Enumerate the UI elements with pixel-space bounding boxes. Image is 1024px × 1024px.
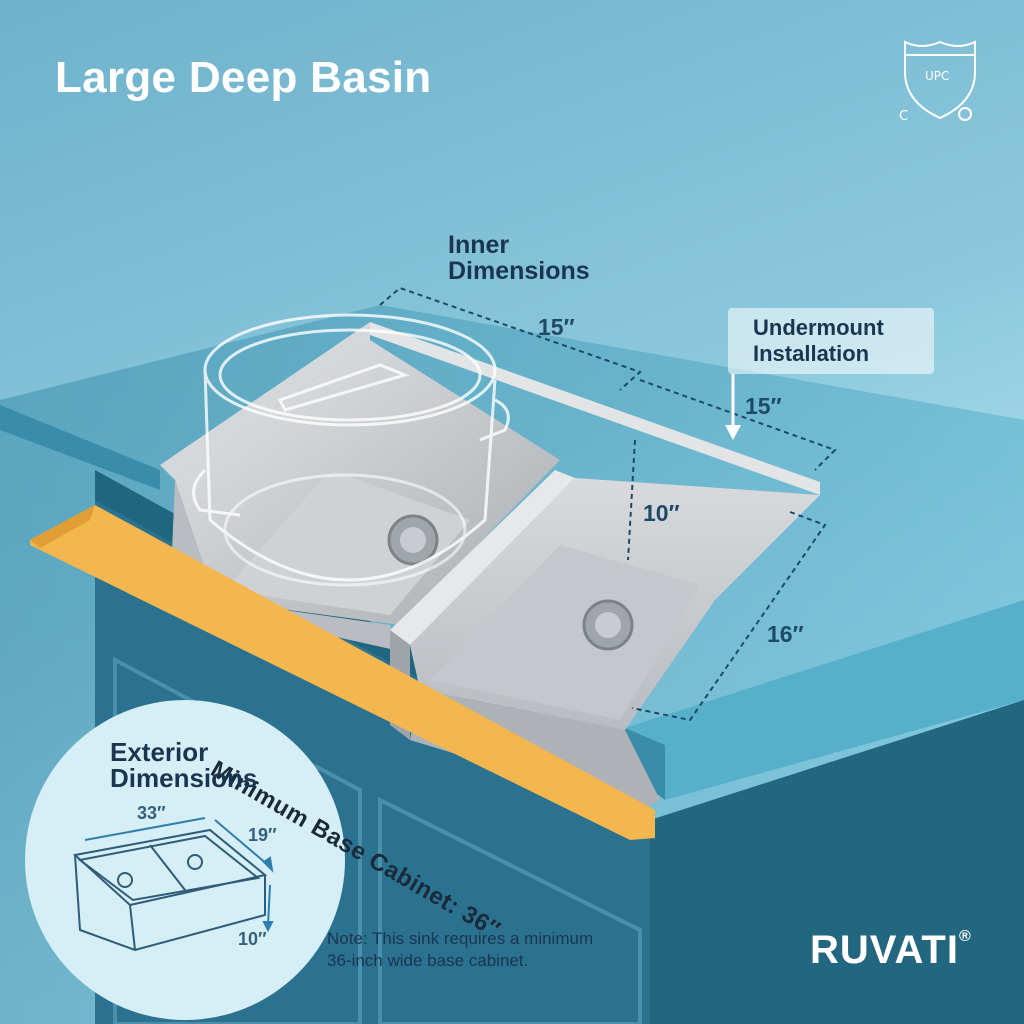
countertop-right [625, 600, 1024, 800]
upc-logo-text: UPC [925, 69, 949, 83]
exterior-dim-arrows [84, 817, 274, 933]
brand-registered-mark: ® [958, 928, 972, 945]
exterior-dimensions-heading-2: Dimensions [110, 763, 258, 793]
countertop-right-edge [625, 728, 665, 800]
inner-length-right-label: 15″ [745, 393, 782, 419]
undermount-callout [728, 308, 934, 374]
dimension-guides [379, 286, 837, 722]
upc-shield-icon [904, 40, 976, 121]
undermount-label-1: Undermount [753, 315, 884, 340]
exterior-length-label: 33″ [137, 803, 166, 823]
inner-length-left-label: 15″ [538, 314, 575, 340]
page-title: Large Deep Basin [55, 53, 432, 102]
exterior-sink-diagram [72, 828, 268, 952]
right-basin-floor [430, 545, 700, 720]
basin-divider [390, 470, 575, 645]
cabinet-door-right [378, 796, 642, 1024]
sink-ledge [160, 322, 370, 480]
brand-name: RUVATI [810, 928, 959, 972]
brand-logo: RUVATI® [810, 928, 972, 972]
note-line-1: Note: This sink requires a minimum [327, 929, 594, 948]
countertop-left [0, 405, 160, 490]
exterior-depth-label: 10″ [238, 929, 267, 949]
sink-back-wall [370, 322, 820, 495]
upc-left-mark: C [899, 109, 908, 124]
note-line-2: 36-inch wide base cabinet. [327, 951, 529, 970]
inner-width-label: 16″ [767, 621, 804, 647]
exterior-dimensions-heading-1: Exterior [110, 737, 209, 767]
inner-depth-label: 10″ [643, 500, 680, 526]
cabinet-right-side [650, 700, 1024, 1024]
exterior-width-label: 19″ [248, 825, 277, 845]
minimum-cabinet-banner [30, 505, 655, 840]
stock-pot-outline [192, 313, 510, 587]
inner-dimensions-heading-1: Inner [448, 231, 510, 259]
down-arrow-icon [725, 374, 741, 440]
undermount-label-2: Installation [753, 341, 870, 366]
inner-dimensions-heading-2: Dimensions [448, 257, 590, 285]
